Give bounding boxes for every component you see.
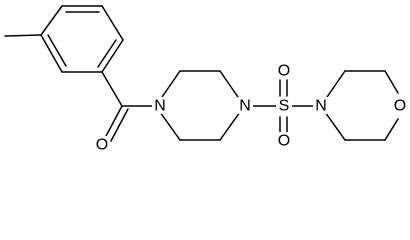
atom-sulfonyl-oxygen-top: O <box>276 62 292 80</box>
piperazine-n-left-label: N <box>154 98 166 115</box>
atom-piperazine-n-right: N <box>237 97 253 115</box>
sulfonyl-group <box>249 79 314 134</box>
benzene-ring <box>40 5 124 73</box>
atom-morpholine-nitrogen: N <box>313 97 329 115</box>
carbonyl-group <box>101 71 159 142</box>
morpholine-ring <box>324 70 399 141</box>
morpholine-oxygen-label: O <box>394 98 406 115</box>
morpholine-nitrogen-label: N <box>315 98 327 115</box>
piperazine-n-right-label: N <box>239 98 251 115</box>
sulfonyl-oxygen-bottom-label: O <box>278 133 290 150</box>
atom-morpholine-oxygen: O <box>392 97 408 115</box>
sulfonyl-sulfur-label: S <box>279 98 290 115</box>
atom-sulfonyl-oxygen-bottom: O <box>276 132 292 150</box>
methyl-bond <box>4 34 42 37</box>
chemical-structure-diagram: O N N S O O N O <box>4 5 408 154</box>
atom-sulfonyl-sulfur: S <box>276 97 292 115</box>
piperazine-ring <box>159 70 241 141</box>
atom-carbonyl-oxygen: O <box>94 136 110 154</box>
sulfonyl-oxygen-top-label: O <box>278 63 290 80</box>
carbonyl-oxygen-label: O <box>96 137 108 154</box>
atom-piperazine-n-left: N <box>152 97 168 115</box>
